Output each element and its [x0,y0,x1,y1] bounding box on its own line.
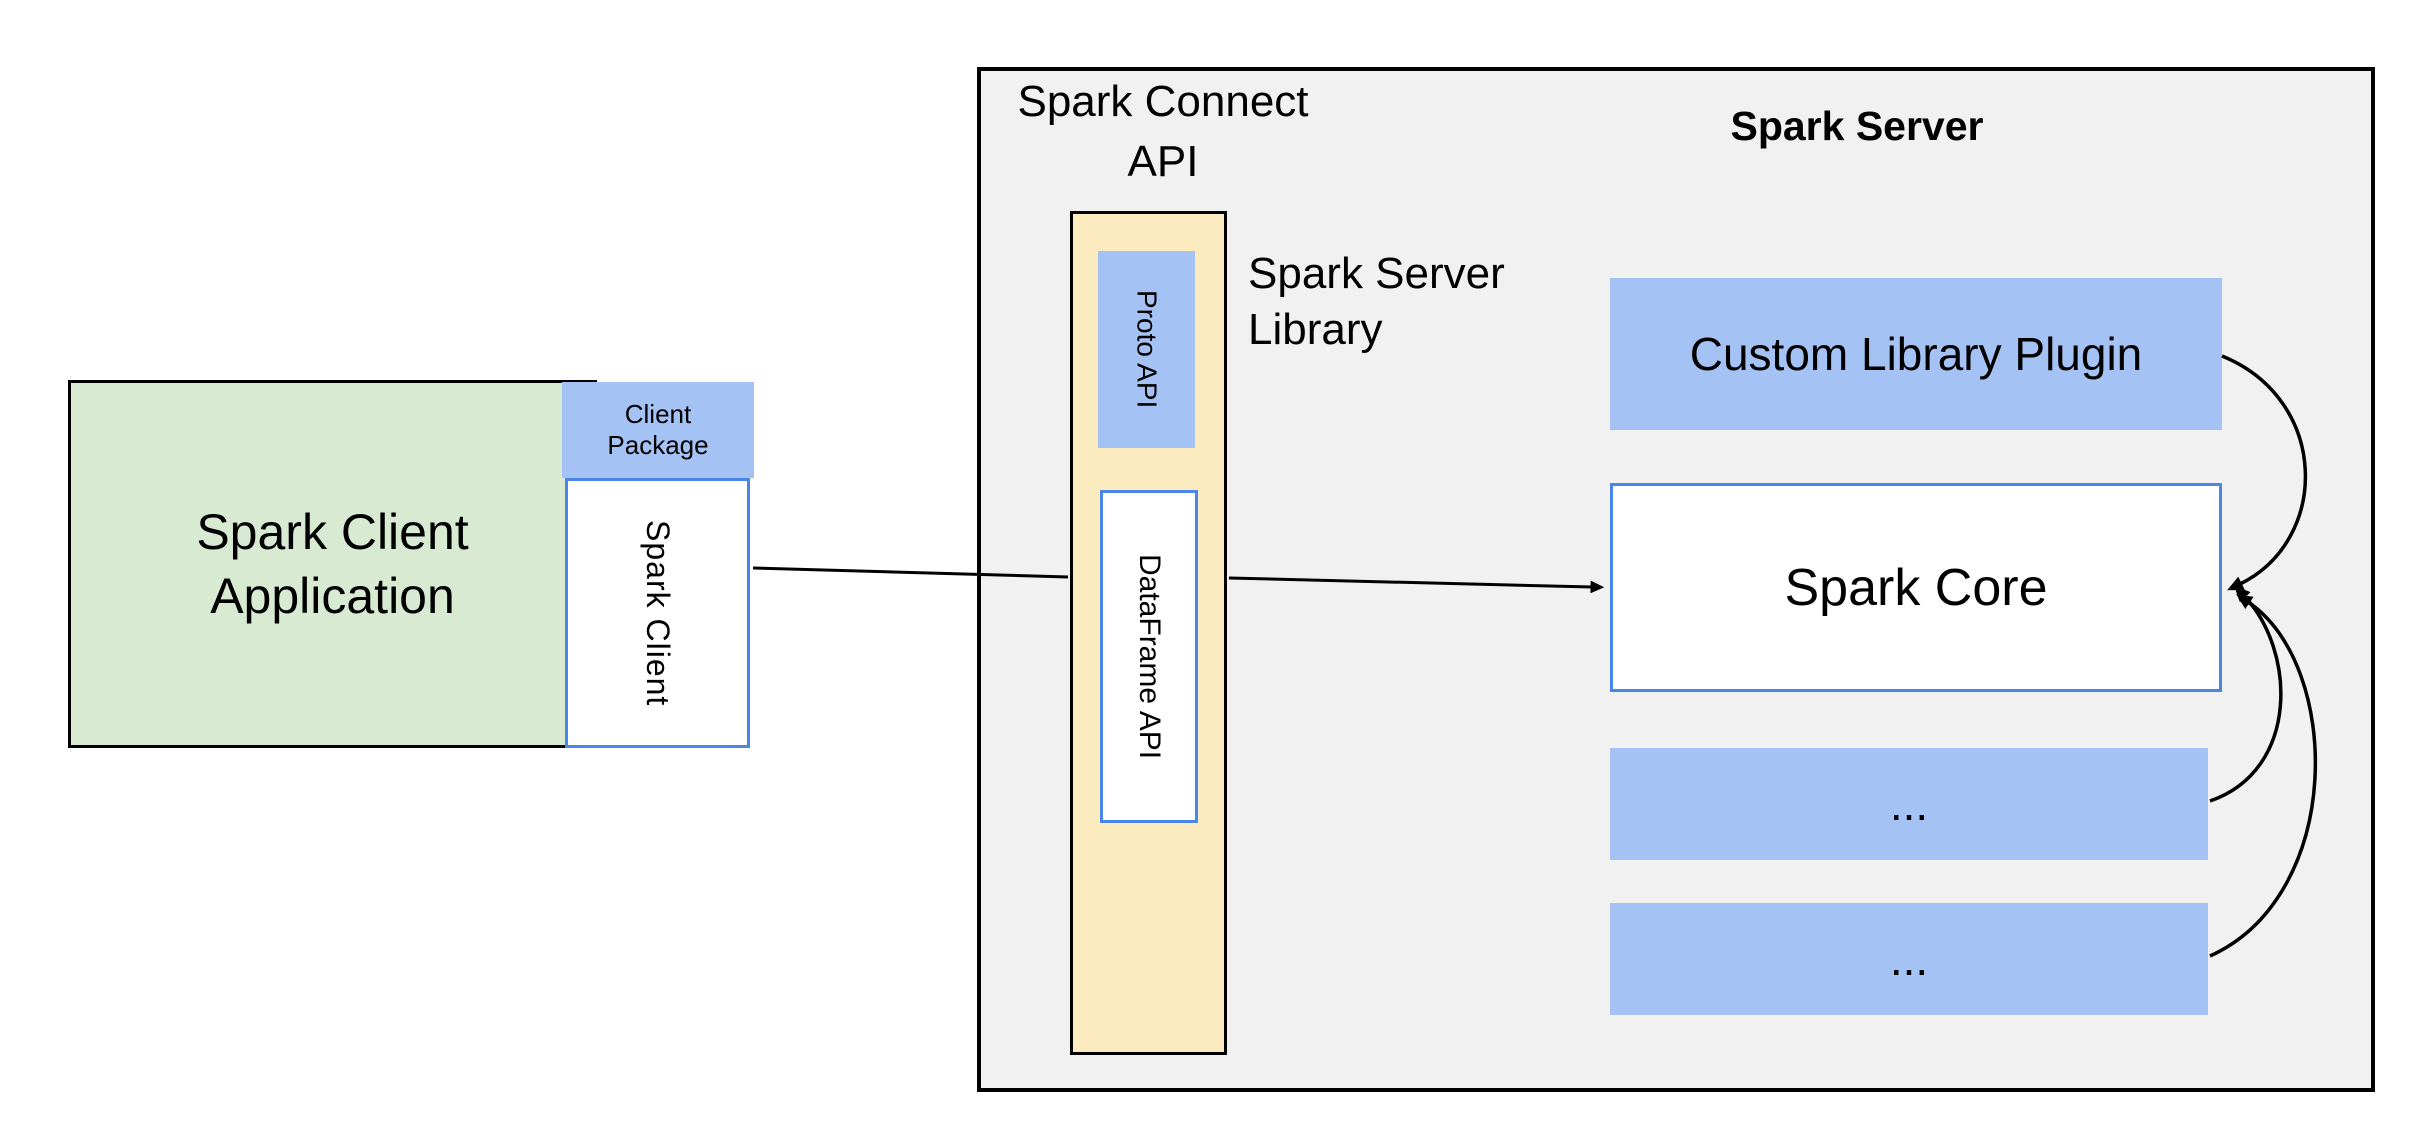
spark-client-box: Spark Client [565,478,750,748]
spark-server-library-label: Spark Server Library [1248,249,1505,354]
plugin-slot-2-label: ... [1889,933,1929,985]
custom-library-plugin-label: Custom Library Plugin [1689,328,2143,380]
spark-connect-api-label: Spark Connect API [1017,77,1309,186]
proto-api-box: Proto API [1098,251,1195,448]
client-package-box: Client Package [562,382,754,478]
spark-client-application-box: Spark Client Application [68,380,597,748]
custom-library-plugin-box: Custom Library Plugin [1610,278,2222,430]
dataframe-api-label: DataFrame API [1133,553,1166,760]
plugin-slot-1-box: ... [1610,748,2208,860]
client-package-label: Client Package [607,399,709,460]
spark-client-label: Spark Client [640,519,676,707]
spark-client-application-label: Spark Client Application [196,504,469,624]
plugin-slot-1-label: ... [1889,778,1929,830]
spark-core-box: Spark Core [1610,483,2222,692]
dataframe-api-box: DataFrame API [1100,490,1198,823]
plugin-slot-2-box: ... [1610,903,2208,1015]
proto-api-label: Proto API [1131,290,1163,409]
spark-core-label: Spark Core [1784,558,2048,617]
spark-server-title: Spark Server [1730,103,1984,149]
